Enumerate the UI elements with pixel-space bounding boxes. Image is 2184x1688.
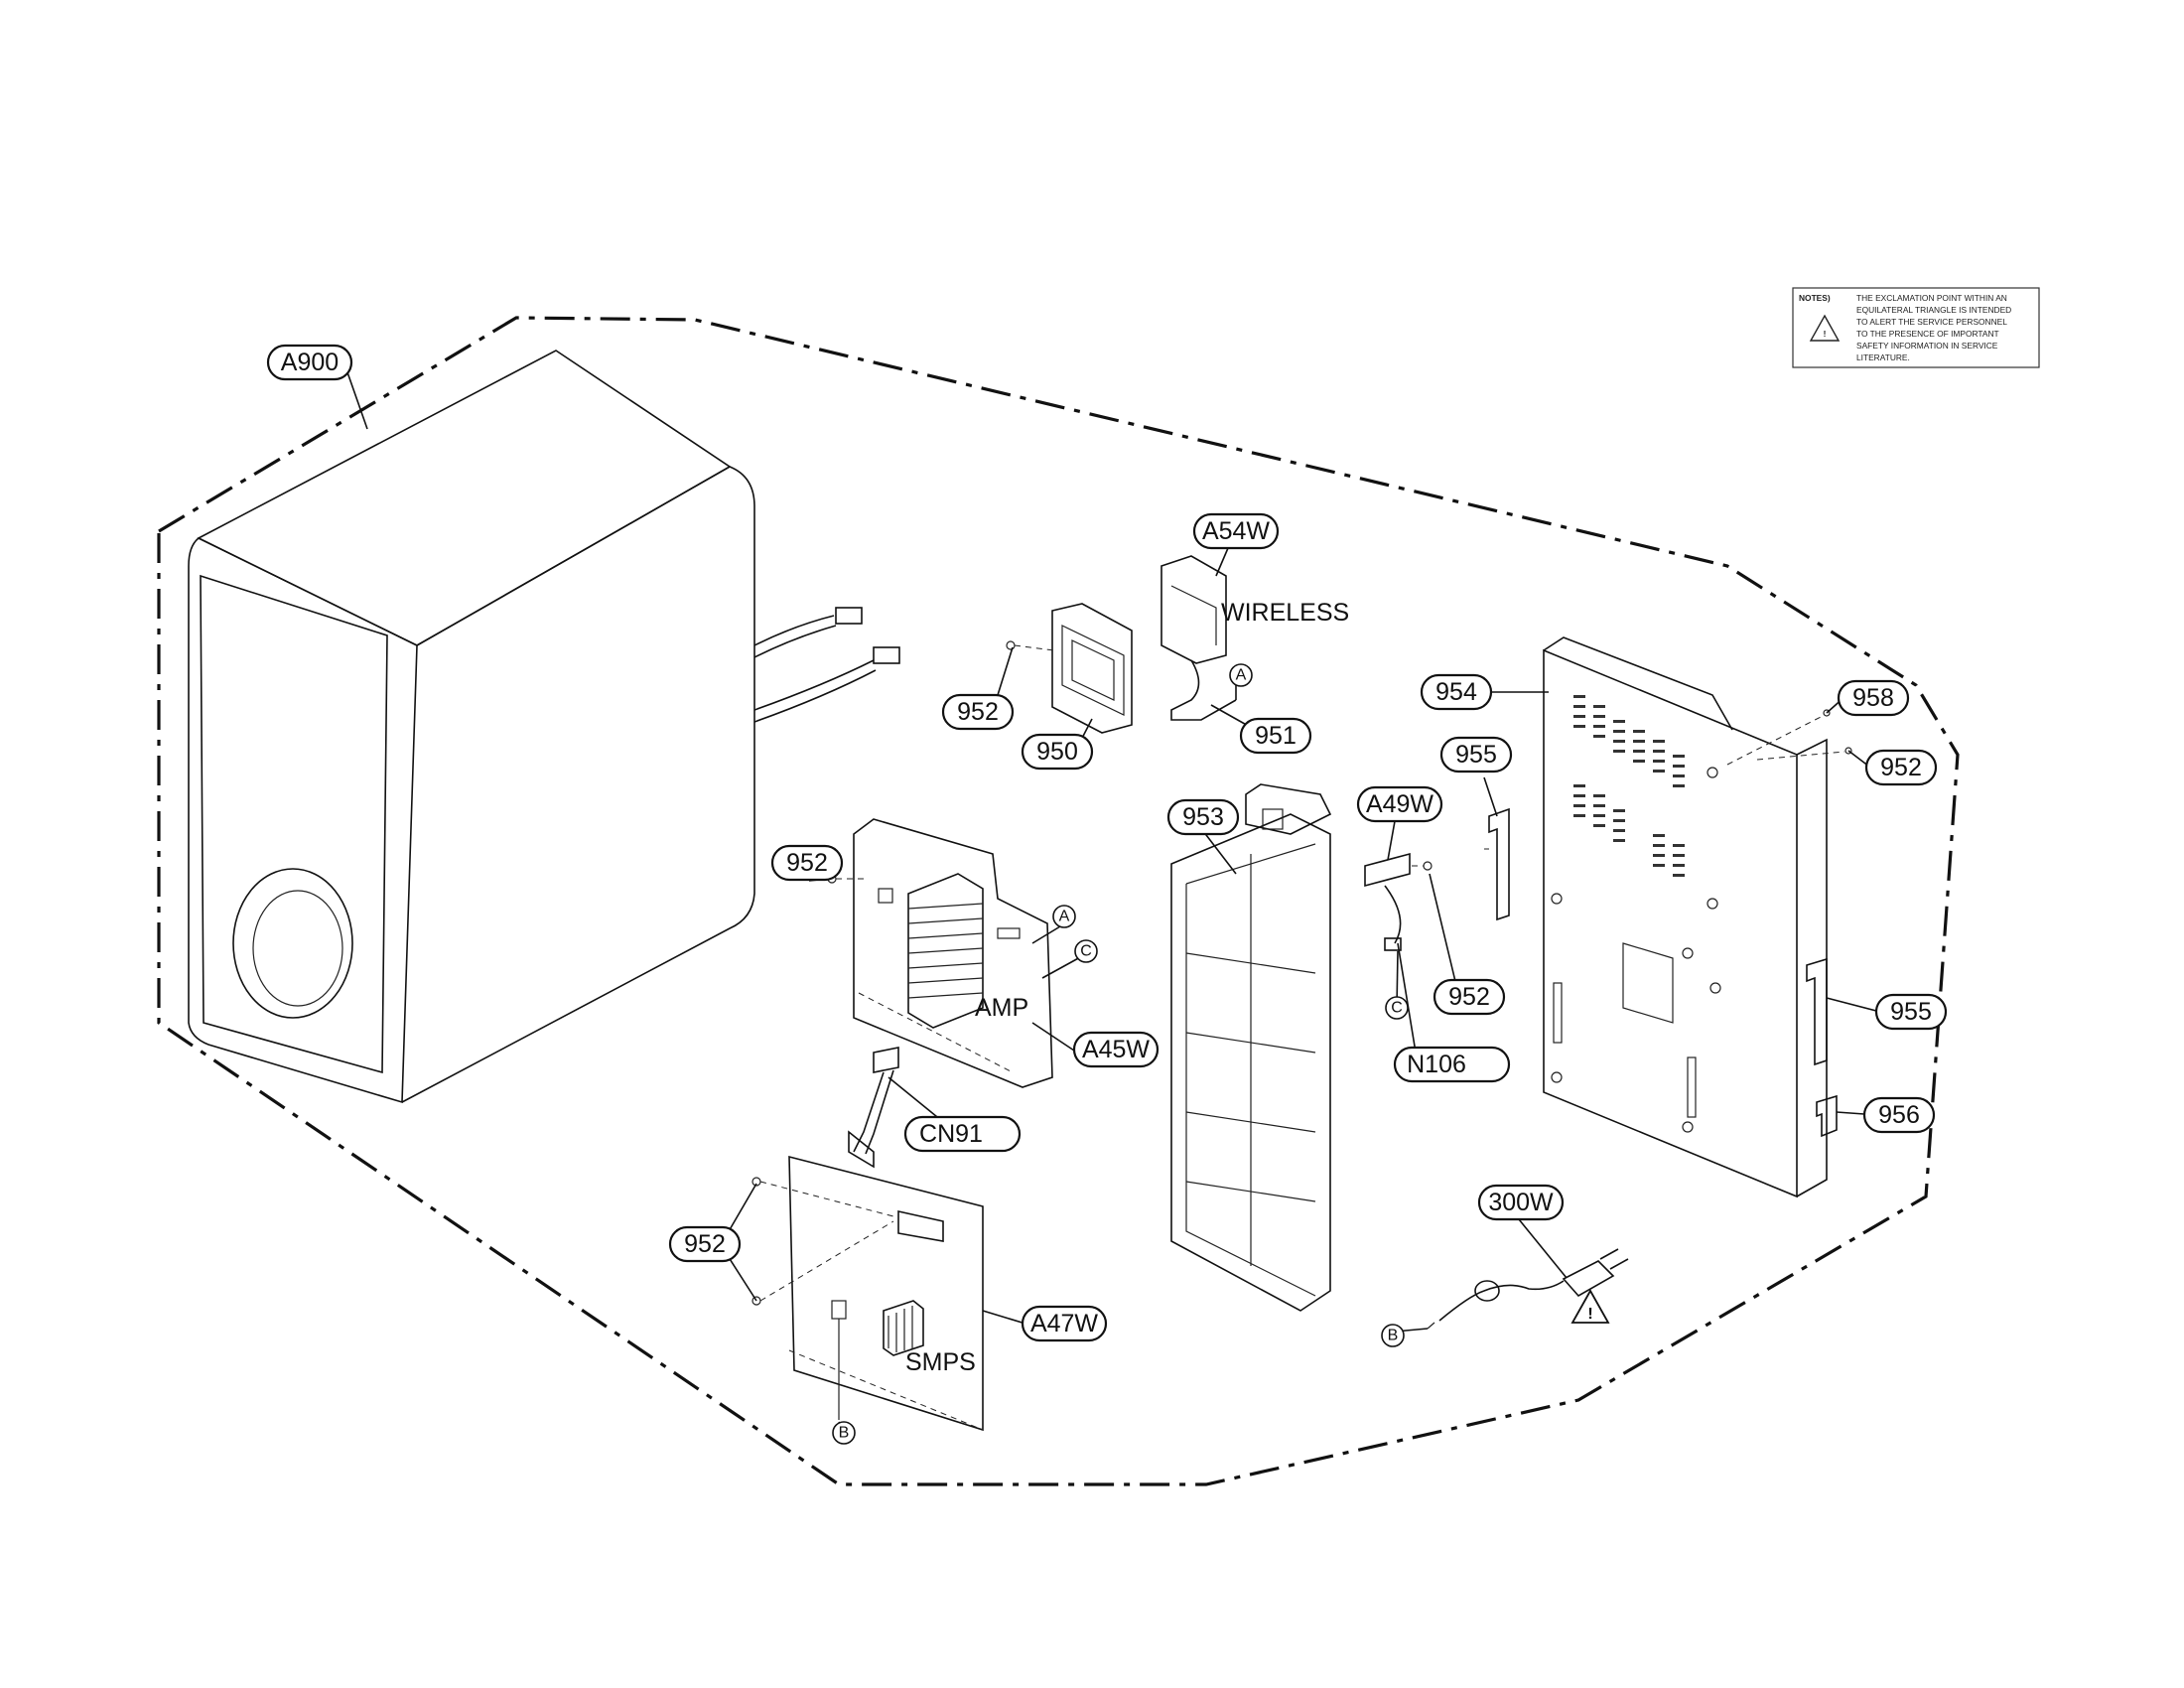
back-panel-954-drawing bbox=[1543, 636, 1852, 1198]
bracket-955-right-drawing bbox=[1806, 957, 1828, 1066]
notes-warning-triangle-icon: ! bbox=[1809, 314, 1841, 342]
assembly-boundary bbox=[157, 316, 1960, 1486]
wireless-board-a54w-drawing bbox=[1160, 555, 1237, 721]
connector-ref-c-amp-text: C bbox=[1080, 943, 1092, 960]
bracket-956-drawing bbox=[1816, 1094, 1838, 1138]
label-954-text: 954 bbox=[1435, 678, 1477, 706]
label-a45w-text: A45W bbox=[1082, 1036, 1150, 1063]
connector-ref-a-wireless-text: A bbox=[1236, 667, 1247, 684]
label-a45w: A45W bbox=[1072, 1031, 1160, 1068]
label-952-mid: 952 bbox=[1433, 978, 1506, 1016]
board-name-wireless: WIRELESS bbox=[1221, 599, 1349, 627]
label-300w-text: 300W bbox=[1488, 1189, 1554, 1216]
notes-heading: NOTES) bbox=[1799, 293, 1831, 303]
notes-line-3: TO ALERT THE SERVICE PERSONNEL bbox=[1856, 317, 2007, 327]
label-a54w-text: A54W bbox=[1202, 517, 1270, 545]
connector-ref-c-amp: C bbox=[1074, 939, 1098, 963]
label-952-top: 952 bbox=[941, 693, 1015, 731]
label-cn91-text: CN91 bbox=[919, 1120, 983, 1148]
label-956: 956 bbox=[1862, 1096, 1936, 1134]
connector-ref-b-smps: B bbox=[832, 1421, 856, 1445]
power-cord-300w-drawing: ! bbox=[1427, 1248, 1629, 1330]
label-950-text: 950 bbox=[1036, 738, 1078, 766]
leader-lines bbox=[346, 371, 1877, 1434]
label-955-right: 955 bbox=[1874, 993, 1948, 1031]
amp-board-a45w-drawing bbox=[827, 818, 1053, 1155]
label-950: 950 bbox=[1021, 733, 1094, 771]
label-952-right-text: 952 bbox=[1880, 754, 1922, 781]
label-953-text: 953 bbox=[1182, 803, 1224, 831]
connector-ref-c-a49w: C bbox=[1385, 996, 1409, 1020]
label-n106-text: N106 bbox=[1407, 1051, 1466, 1078]
label-955-top-text: 955 bbox=[1455, 741, 1497, 769]
connector-ref-b-cord-text: B bbox=[1388, 1328, 1399, 1344]
wireless-bracket-950-drawing bbox=[1006, 603, 1133, 734]
label-300w: 300W bbox=[1477, 1184, 1565, 1221]
connector-ref-a-amp-text: A bbox=[1059, 909, 1070, 925]
label-n106: N106 bbox=[1393, 1046, 1511, 1083]
label-a900-text: A900 bbox=[281, 349, 339, 376]
cord-warning-mark: ! bbox=[1587, 1306, 1592, 1323]
label-a47w-text: A47W bbox=[1030, 1310, 1098, 1337]
label-952-top-text: 952 bbox=[957, 698, 999, 726]
label-a49w-text: A49W bbox=[1366, 790, 1433, 818]
board-name-smps: SMPS bbox=[905, 1348, 976, 1376]
chassis-frame-953-drawing bbox=[1170, 783, 1332, 1312]
label-958-text: 958 bbox=[1852, 684, 1894, 712]
label-956-text: 956 bbox=[1878, 1101, 1920, 1129]
notes-line-4: TO THE PRESENCE OF IMPORTANT bbox=[1856, 329, 1999, 339]
speaker-cabinet-drawing bbox=[188, 350, 900, 1104]
board-a49w-drawing bbox=[1364, 852, 1433, 951]
label-cn91: CN91 bbox=[903, 1115, 1022, 1153]
notes-line-2: EQUILATERAL TRIANGLE IS INTENDED bbox=[1856, 305, 2011, 315]
label-952-amp: 952 bbox=[770, 844, 844, 882]
label-951-text: 951 bbox=[1255, 722, 1297, 750]
label-a49w: A49W bbox=[1356, 785, 1443, 823]
label-955-right-text: 955 bbox=[1890, 998, 1932, 1026]
label-952-smps-text: 952 bbox=[684, 1230, 726, 1258]
label-952-right: 952 bbox=[1864, 749, 1938, 786]
label-954: 954 bbox=[1420, 673, 1493, 711]
label-955-top: 955 bbox=[1439, 736, 1513, 774]
notes-line-5: SAFETY INFORMATION IN SERVICE bbox=[1856, 341, 1998, 351]
connector-ref-b-smps-text: B bbox=[839, 1425, 850, 1442]
label-953: 953 bbox=[1166, 798, 1240, 836]
notes-box: NOTES) THE EXCLAMATION POINT WITHIN AN E… bbox=[1792, 287, 2040, 368]
label-952-mid-text: 952 bbox=[1448, 983, 1490, 1011]
notes-line-1: THE EXCLAMATION POINT WITHIN AN bbox=[1856, 293, 2007, 303]
board-name-amp: AMP bbox=[975, 994, 1028, 1022]
label-a47w: A47W bbox=[1021, 1305, 1108, 1342]
bracket-955-top-drawing bbox=[1484, 807, 1510, 921]
connector-ref-c-a49w-text: C bbox=[1391, 1000, 1403, 1017]
label-a54w: A54W bbox=[1192, 512, 1280, 550]
label-952-smps: 952 bbox=[668, 1225, 742, 1263]
label-951: 951 bbox=[1239, 717, 1312, 755]
label-958: 958 bbox=[1837, 679, 1910, 717]
connector-ref-a-wireless: A bbox=[1229, 663, 1253, 687]
cord-warning-triangle-icon: ! bbox=[1570, 1289, 1610, 1324]
notes-warning-mark: ! bbox=[1824, 329, 1827, 339]
notes-line-6: LITERATURE. bbox=[1856, 352, 1910, 362]
connector-ref-b-cord: B bbox=[1381, 1324, 1405, 1347]
smps-board-a47w-drawing bbox=[751, 1130, 984, 1432]
label-a900: A900 bbox=[266, 344, 353, 381]
connector-ref-a-amp: A bbox=[1052, 905, 1076, 928]
label-952-amp-text: 952 bbox=[786, 849, 828, 877]
